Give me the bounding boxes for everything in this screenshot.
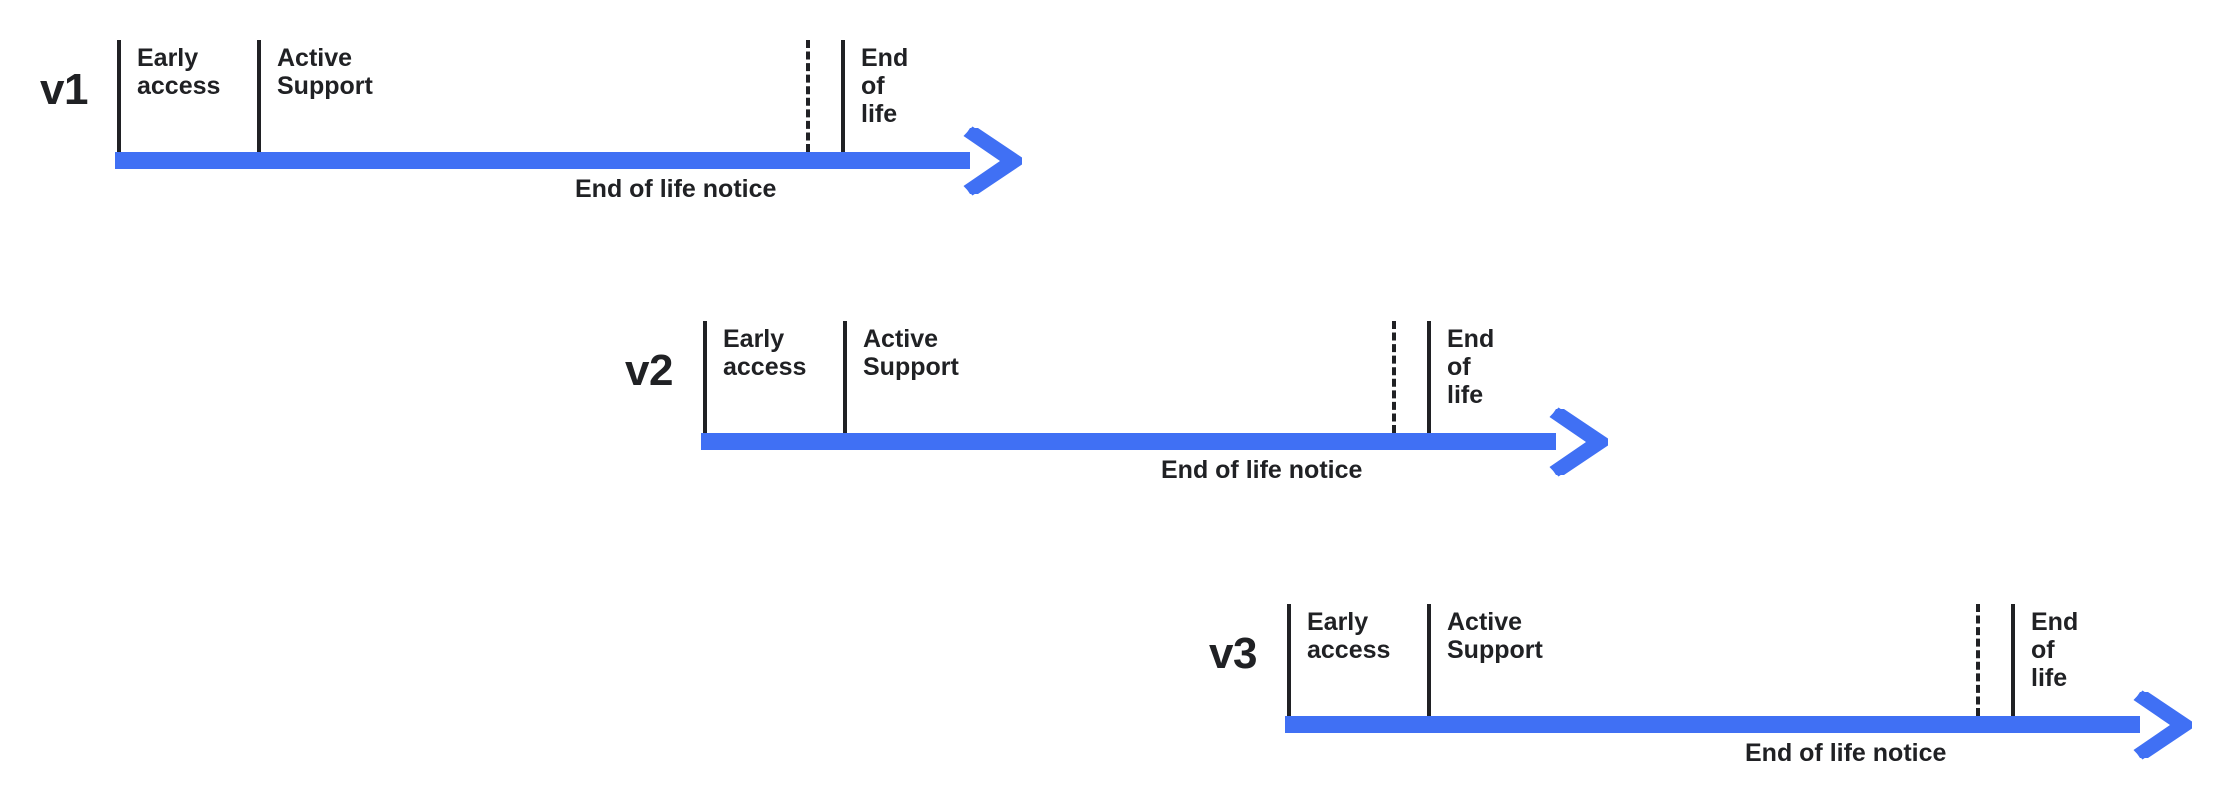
phase-divider-v3-1 [1287, 604, 1291, 716]
phase-label-v1-active_support: Active Support [277, 44, 373, 100]
phase-divider-v2-3-dashed [1392, 321, 1396, 433]
phase-label-v3-active_support: Active Support [1447, 608, 1543, 664]
version-label-v3: v3 [1209, 629, 1257, 678]
phase-divider-v3-3-dashed [1976, 604, 1980, 716]
end-of-life-notice-label-v2: End of life notice [1161, 456, 1363, 484]
version-label-v2: v2 [625, 346, 673, 395]
timeline-arrow-head-v1 [963, 126, 1022, 195]
phase-divider-v1-4 [841, 40, 845, 152]
phase-divider-v3-2 [1427, 604, 1431, 716]
phase-divider-v2-2 [843, 321, 847, 433]
phase-label-v1-early_access: Early access [137, 44, 221, 100]
timeline-bar-v2 [701, 433, 1556, 450]
phase-label-v2-active_support: Active Support [863, 325, 959, 381]
phase-label-v3-end_of_life: End of life [2031, 608, 2079, 692]
phase-label-v2-end_of_life: End of life [1447, 325, 1495, 409]
phase-divider-v3-4 [2011, 604, 2015, 716]
phase-label-v2-early_access: Early access [723, 325, 807, 381]
phase-label-v1-end_of_life: End of life [861, 44, 909, 128]
phase-divider-v2-1 [703, 321, 707, 433]
timeline-arrow-head-v3 [2133, 690, 2192, 759]
phase-label-v3-early_access: Early access [1307, 608, 1391, 664]
end-of-life-notice-label-v1: End of life notice [575, 175, 777, 203]
timeline-arrow-head-v2 [1549, 407, 1608, 476]
phase-divider-v1-2 [257, 40, 261, 152]
phase-divider-v1-1 [117, 40, 121, 152]
timeline-bar-v3 [1285, 716, 2140, 733]
end-of-life-notice-label-v3: End of life notice [1745, 739, 1947, 767]
phase-divider-v2-4 [1427, 321, 1431, 433]
phase-divider-v1-3-dashed [806, 40, 810, 152]
timeline-bar-v1 [115, 152, 970, 169]
version-label-v1: v1 [40, 65, 88, 114]
